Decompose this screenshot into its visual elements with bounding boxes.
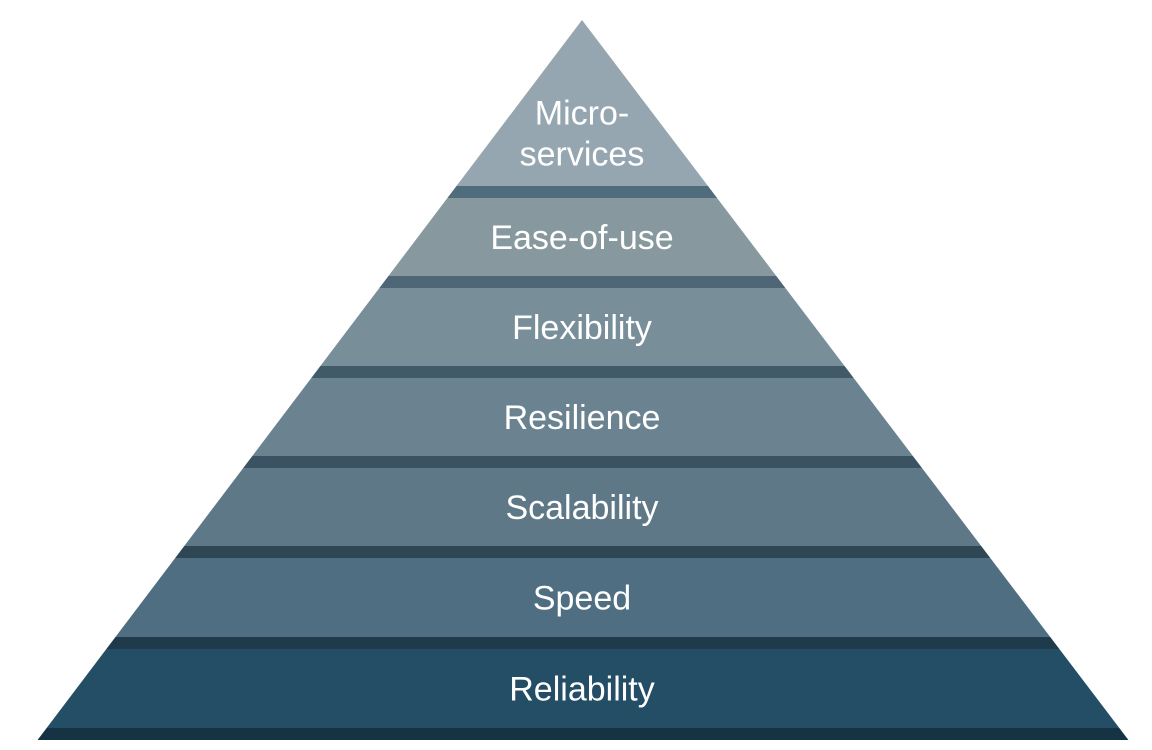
tier-label-line: Speed xyxy=(533,580,631,618)
tier-label-line: Ease-of-use xyxy=(490,219,673,257)
pyramid-tier-band-4 xyxy=(243,456,922,468)
tier-label-line: Resilience xyxy=(504,399,661,437)
pyramid-tier-7 xyxy=(46,649,1120,728)
pyramid-tier-band-2 xyxy=(379,276,786,288)
tier-label-1: Micro-services xyxy=(520,95,645,174)
pyramid-tier-5 xyxy=(184,468,982,546)
tier-label-line: Reliability xyxy=(509,671,655,709)
pyramid-tier-band-5 xyxy=(175,546,991,558)
tier-label-2: Ease-of-use xyxy=(490,219,673,257)
tier-label-line: Scalability xyxy=(505,489,658,527)
pyramid-tier-band-6 xyxy=(106,637,1060,649)
pyramid-tier-3 xyxy=(320,288,845,366)
pyramid-tier-6 xyxy=(115,558,1051,637)
tier-label-5: Scalability xyxy=(505,489,658,527)
tier-label-7: Reliability xyxy=(509,671,655,709)
tier-label-line: Flexibility xyxy=(512,309,652,347)
tier-label-line: Micro- xyxy=(535,95,629,133)
pyramid-tier-2 xyxy=(388,198,777,276)
tier-label-6: Speed xyxy=(533,580,631,618)
pyramid-tier-band-7 xyxy=(37,728,1129,740)
tier-label-4: Resilience xyxy=(504,399,661,437)
pyramid-tier-band-3 xyxy=(311,366,854,378)
tier-label-3: Flexibility xyxy=(512,309,652,347)
pyramid-tier-4 xyxy=(252,378,913,456)
pyramid-tier-1 xyxy=(456,20,708,186)
pyramid-tier-band-1 xyxy=(447,186,718,198)
tier-label-line: services xyxy=(520,136,645,174)
